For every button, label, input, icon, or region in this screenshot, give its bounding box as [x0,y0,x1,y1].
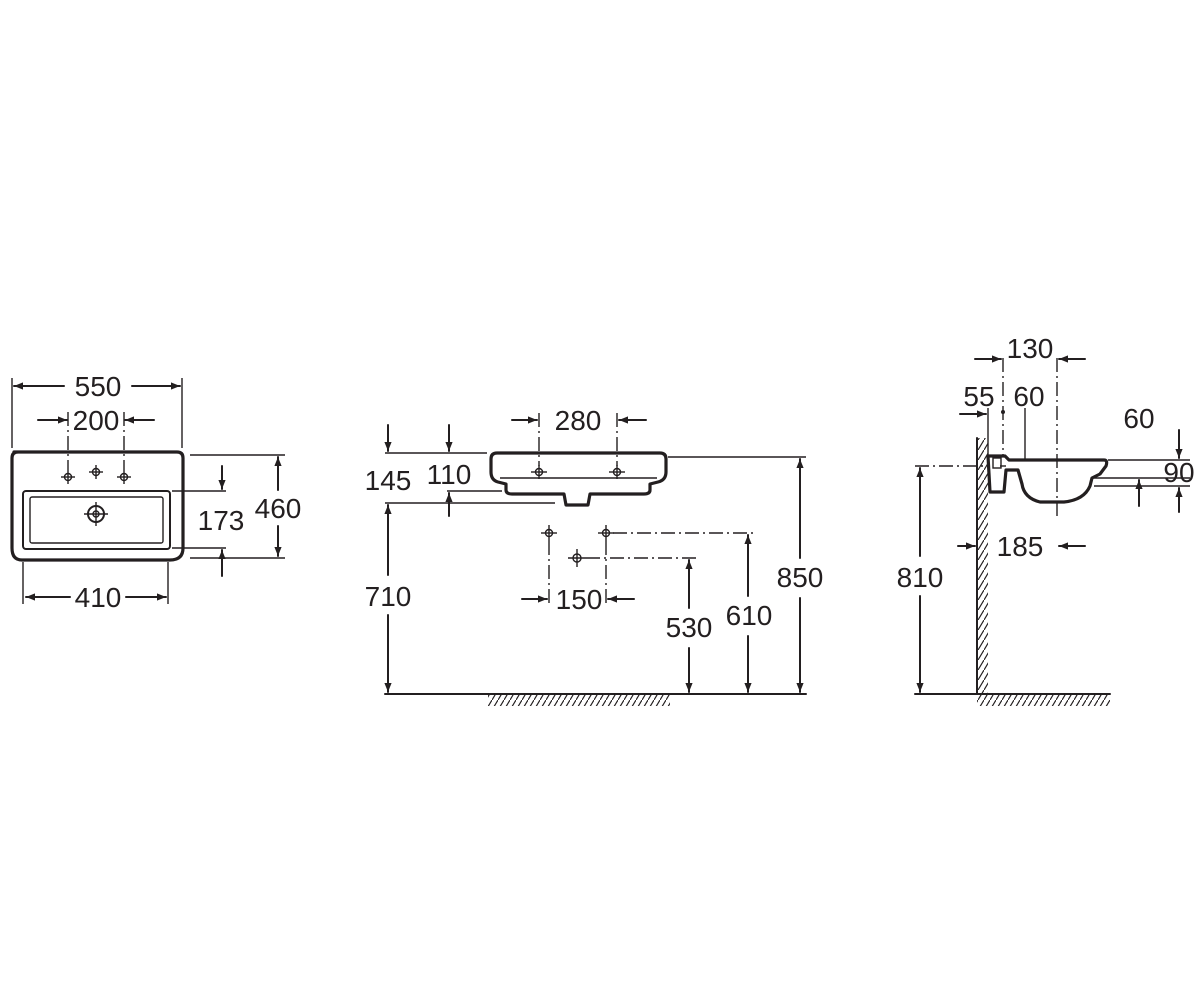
side-view: 130 55 60 60 90 185 810 [897,333,1195,706]
front-basin-outline [489,451,668,507]
top-bowl-outer [22,490,171,550]
dim-side-wall-55: 55 [963,381,994,412]
side-basin-profile [986,454,1109,504]
dim-top-width-550: 550 [75,371,122,402]
side-wall-hatch [977,438,988,694]
front-tap-icon [609,465,625,479]
front-floor-hatch [488,695,670,706]
top-tap-hole-icon [89,465,103,479]
dim-top-bowl-173: 173 [198,505,245,536]
dim-side-rim-60: 60 [1123,403,1154,434]
top-basin-outline [10,450,185,562]
dim-side-bowl-185: 185 [997,531,1044,562]
front-tap-icon [531,465,547,479]
dim-front-supply-610: 610 [726,600,773,631]
dim-side-overflow-60: 60 [1013,381,1044,412]
supply-point-icon [598,525,614,541]
dim-front-height-145: 145 [365,465,412,496]
front-view: 280 145 110 710 [365,405,824,706]
top-tap-hole-icon [61,470,75,484]
dim-top-bowl-width-410: 410 [75,582,122,613]
waste-point-icon [568,549,586,567]
dim-front-bottom-710: 710 [365,581,412,612]
top-view: 550 200 460 173 410 [10,371,302,613]
dim-side-height-810: 810 [897,562,944,593]
dim-top-depth-460: 460 [255,493,302,524]
dim-side-projection-130: 130 [1007,333,1054,364]
dim-front-tap-spacing-280: 280 [555,405,602,436]
dim-front-waste-530: 530 [666,612,713,643]
dim-side-front-90: 90 [1163,457,1194,488]
dim-front-rim-850: 850 [777,562,824,593]
dim-front-rim-110: 110 [427,459,472,490]
dim-top-tap-spacing-200: 200 [73,405,120,436]
top-bowl-inner [29,496,164,544]
top-tap-hole-icon [117,470,131,484]
dim-front-supply-spacing-150: 150 [556,584,603,615]
side-floor-hatch [977,695,1110,706]
supply-point-icon [541,525,557,541]
